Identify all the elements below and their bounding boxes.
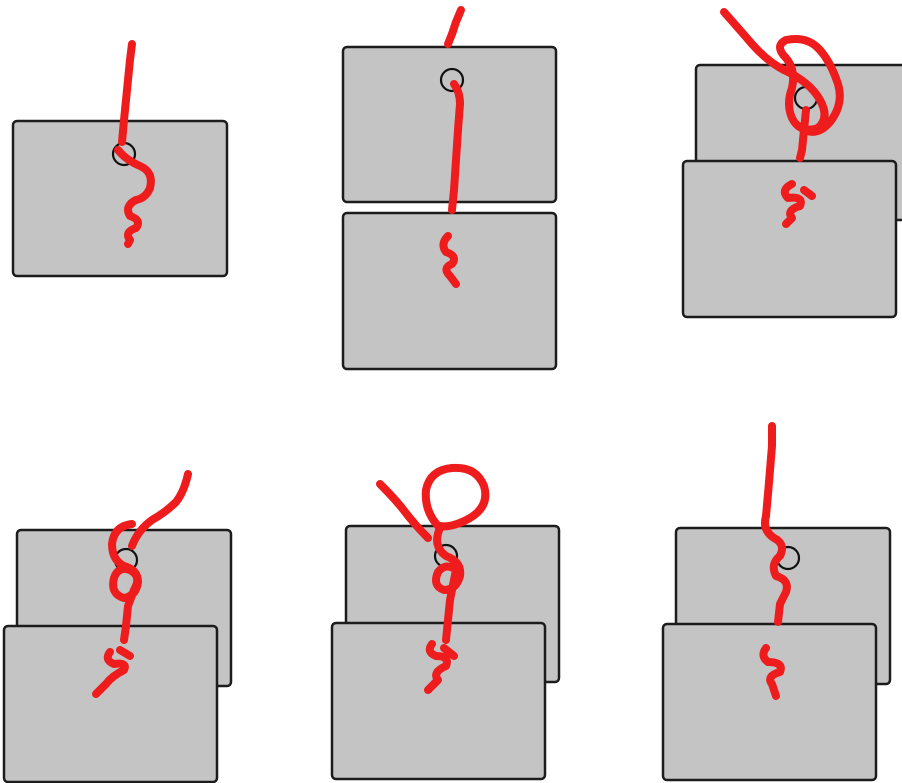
step-2-end-knot xyxy=(439,232,460,288)
step-3 xyxy=(681,8,902,319)
step-2-hole xyxy=(439,67,465,93)
step-2 xyxy=(341,6,558,371)
step-5-panel-front xyxy=(330,621,547,781)
step-5-cord-tail xyxy=(376,480,432,542)
step-1-end-knot xyxy=(124,196,142,248)
step-3-cord-tail xyxy=(720,8,788,74)
step-6-panel-front xyxy=(661,622,878,782)
step-3-panel-front xyxy=(681,159,898,319)
step-5-loop xyxy=(421,463,490,532)
step-5-end-knot xyxy=(424,640,458,694)
step-4-panel-front xyxy=(2,624,219,783)
step-3-cord-down xyxy=(796,106,810,162)
step-3-loop xyxy=(776,35,844,136)
step-4-hitch xyxy=(108,520,142,644)
step-4 xyxy=(2,470,233,783)
step-5-hitch xyxy=(432,524,465,644)
step-6-cord-upper xyxy=(762,422,776,520)
step-2-cord-upper xyxy=(444,6,465,48)
step-6-end-knot xyxy=(759,644,785,700)
step-1-cord-upper xyxy=(118,40,136,146)
step-4-cord-tail xyxy=(128,470,192,550)
step-6 xyxy=(661,422,892,782)
step-4-end-knot xyxy=(92,646,134,698)
step-1-cord-lower xyxy=(114,146,155,204)
step-3-end-knot xyxy=(780,180,816,228)
step-1 xyxy=(11,40,229,278)
step-2-cord-main xyxy=(448,80,464,214)
step-6-hitch xyxy=(761,512,791,626)
step-5 xyxy=(330,463,561,781)
